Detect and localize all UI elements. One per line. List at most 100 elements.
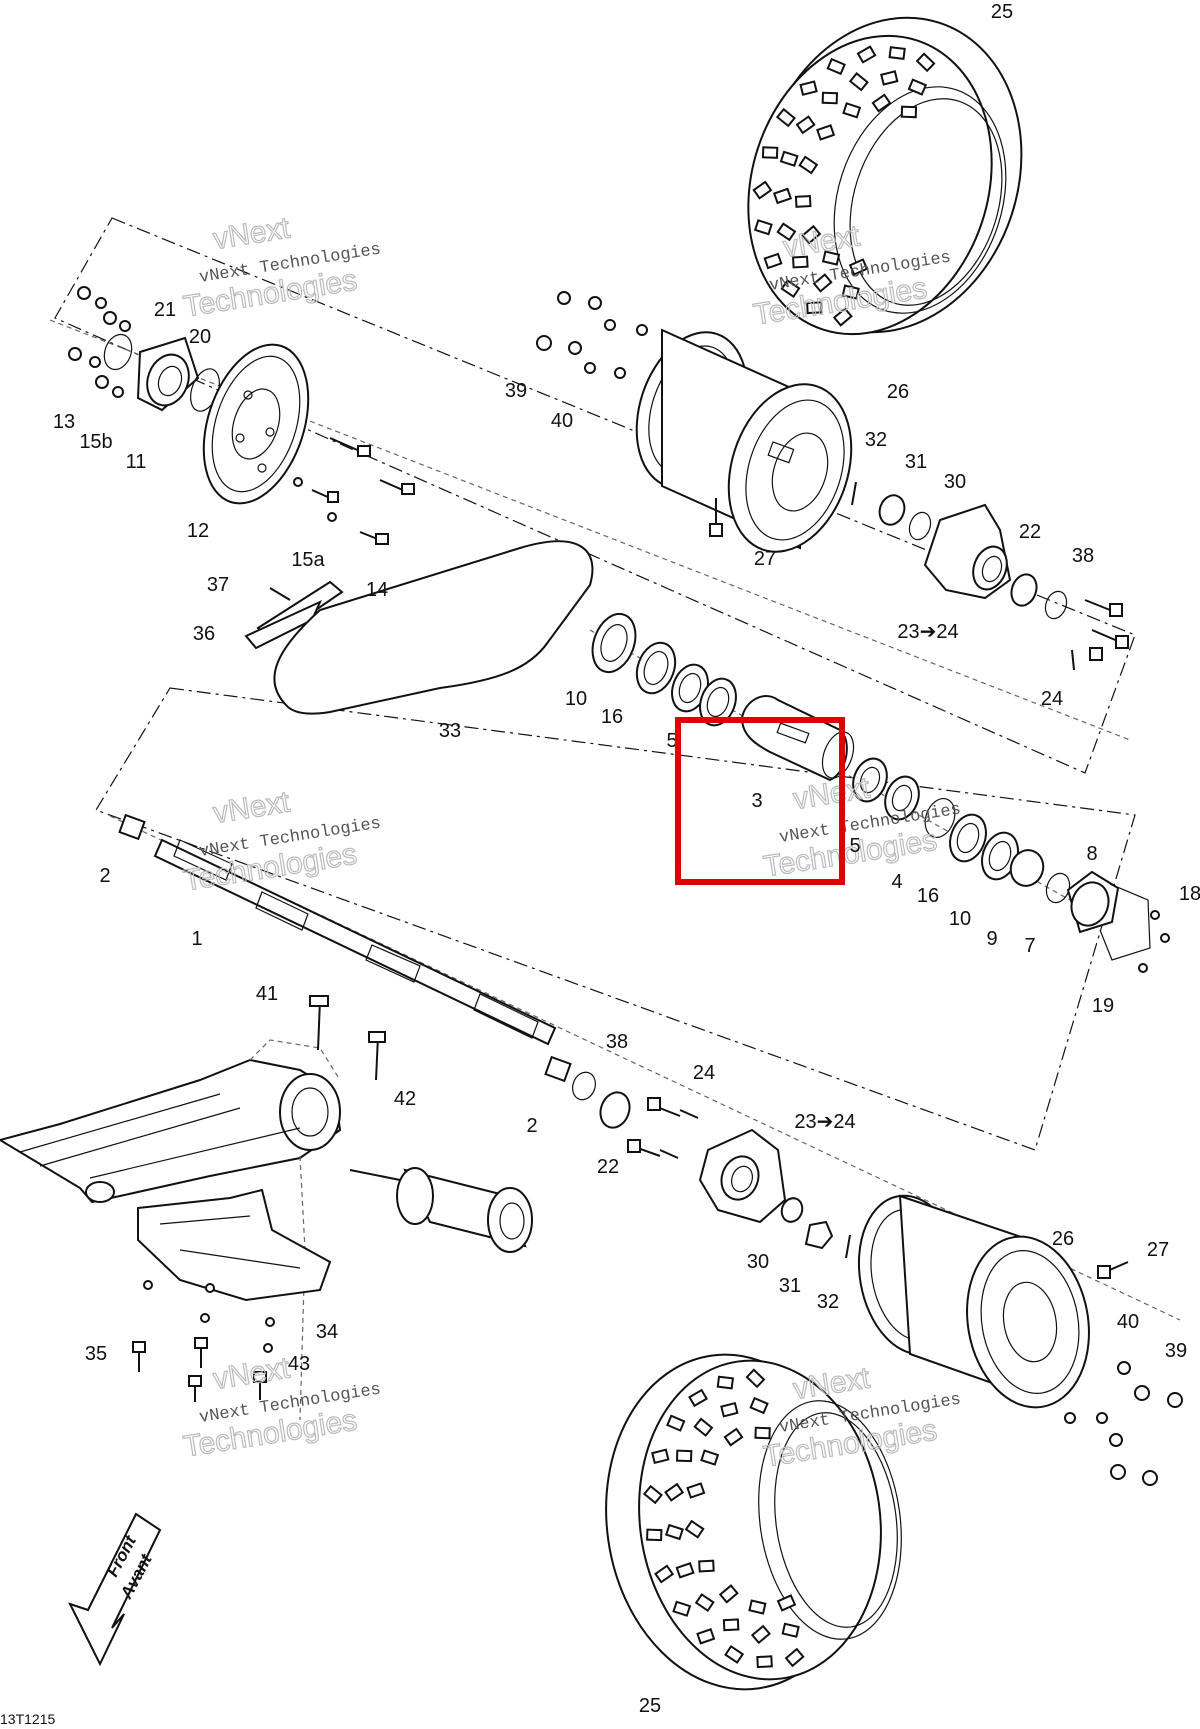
lower-tire-tread-block (684, 1519, 705, 1539)
callout-label-50: 34 (316, 1321, 338, 1343)
upper-tire-tread-block (842, 102, 862, 119)
upper-tire-tread-block (772, 187, 793, 205)
callout-label-52: 39 (1165, 1340, 1187, 1362)
callout-label-10: 31 (905, 451, 927, 473)
callout-label-46: 27 (1147, 1239, 1169, 1261)
callout-label-9: 32 (865, 429, 887, 451)
callout-label-4: 40 (551, 410, 573, 432)
callout-label-21: 24 (1041, 688, 1063, 710)
lower-tire-tread-block (720, 1401, 739, 1418)
sprocket (202, 343, 310, 505)
lower-tire-tread-block (664, 1482, 685, 1502)
callout-label-32: 16 (917, 885, 939, 907)
upper-tire-tread-block (907, 78, 928, 96)
upper-wheel-nuts (536, 291, 648, 379)
lower-tire-tread-block (666, 1414, 686, 1432)
callout-label-16: 38 (1072, 545, 1094, 567)
callout-label-1: 21 (154, 299, 176, 321)
callout-label-33: 10 (949, 908, 971, 930)
callout-label-31: 18 (1179, 883, 1200, 905)
callout-label-17: 37 (207, 574, 229, 596)
upper-tire-tread-block (915, 52, 936, 73)
upper-tire-tread-block (821, 91, 839, 105)
upper-tire-tread-block (856, 45, 877, 64)
watermark-logo: vNext (211, 1351, 293, 1396)
callout-label-28: 8 (1086, 843, 1097, 865)
lower-tire-tread-block (646, 1528, 663, 1542)
watermark-logo: vNext (211, 211, 293, 256)
upper-tire-tread-block (841, 284, 860, 300)
callout-label-12: 12 (187, 520, 209, 542)
callout-label-23: 16 (601, 706, 623, 728)
drawing-code: 13T1215 (0, 1711, 55, 1727)
callout-label-29: 2 (99, 865, 110, 887)
callout-label-5: 26 (887, 381, 909, 403)
upper-tire-tread-block (888, 46, 906, 60)
lower-tire-tread-block (723, 1427, 744, 1447)
upper-tire-tread-block (779, 150, 799, 167)
lower-tire-tread-block (672, 1600, 692, 1617)
swing-arm (0, 995, 423, 1421)
lower-tire-tread-block (718, 1584, 739, 1604)
lower-tire-tread-block (698, 1559, 715, 1573)
callout-label-7: 15b (79, 431, 112, 453)
callout-label-19: 23➔24 (897, 621, 958, 643)
callout-label-54: 43 (288, 1353, 310, 1375)
upper-tire-tread-block (871, 93, 892, 113)
highlight-box-part-3 (675, 717, 845, 885)
upper-tire-tread-block (806, 301, 823, 315)
upper-knuckle (851, 481, 1129, 671)
lower-tire-tread-block (745, 1368, 766, 1389)
upper-tire-tread-block (801, 224, 822, 245)
callout-label-8: 11 (126, 451, 147, 473)
upper-tire-tread-block (753, 219, 773, 236)
skid-plate-bolts (132, 1337, 267, 1402)
upper-tire-tread-block (848, 258, 869, 276)
upper-tire-tread-block (761, 146, 779, 159)
lower-tire-tread-block (748, 1599, 767, 1615)
sprocket-hub (68, 286, 220, 412)
upper-tire-tread-block (832, 307, 853, 327)
callout-label-18: 14 (366, 579, 388, 601)
watermark-logo: vNext (211, 785, 293, 830)
upper-tire-tread-block (848, 72, 869, 92)
callout-label-30: 4 (891, 871, 902, 893)
drive-chain (273, 540, 594, 715)
callout-label-51: 40 (1117, 1311, 1139, 1333)
lower-tire-tread-block (651, 1448, 670, 1465)
lower-tire-tread-block (724, 1644, 745, 1664)
callout-label-36: 1 (191, 928, 202, 950)
upper-tire-tread-block (799, 80, 818, 96)
eccentric-housing (396, 1167, 533, 1253)
upper-valve-stem (709, 498, 723, 537)
upper-tire-tread-block (792, 255, 809, 269)
lower-knuckle (572, 1071, 851, 1259)
watermark-logo: vNext (791, 1361, 873, 1406)
upper-tire-tread-block (826, 57, 846, 76)
upper-tire-tread-block (816, 124, 836, 141)
lower-tire-tread-block (781, 1622, 800, 1638)
front-direction-arrow: Front Avant (68, 1512, 162, 1667)
lower-tire-tread-block (642, 1484, 663, 1505)
lower-tire-tread-block (688, 1388, 708, 1408)
callout-label-13: 15a (291, 549, 325, 571)
callout-label-39: 38 (606, 1031, 628, 1053)
callout-label-37: 19 (1092, 995, 1114, 1017)
callout-label-2: 20 (189, 326, 211, 348)
callout-label-25: 33 (439, 720, 461, 742)
lower-tire-tread-block (716, 1375, 735, 1390)
axle-bearing-stack (591, 612, 1170, 973)
lower-tire-tread-block (664, 1523, 684, 1541)
rear-axle-shaft (118, 813, 572, 1083)
lower-tire-tread-block (675, 1449, 693, 1463)
lower-tire-tread-block (654, 1564, 675, 1584)
callout-label-40: 24 (693, 1062, 715, 1084)
lower-tire-tread-block (693, 1417, 714, 1437)
upper-tire-tread-block (795, 115, 816, 135)
lower-tire-tread-block (750, 1624, 771, 1645)
callout-label-38: 41 (256, 983, 278, 1005)
upper-tire-tread-block (776, 222, 797, 242)
upper-tire-tread-block (798, 155, 819, 175)
